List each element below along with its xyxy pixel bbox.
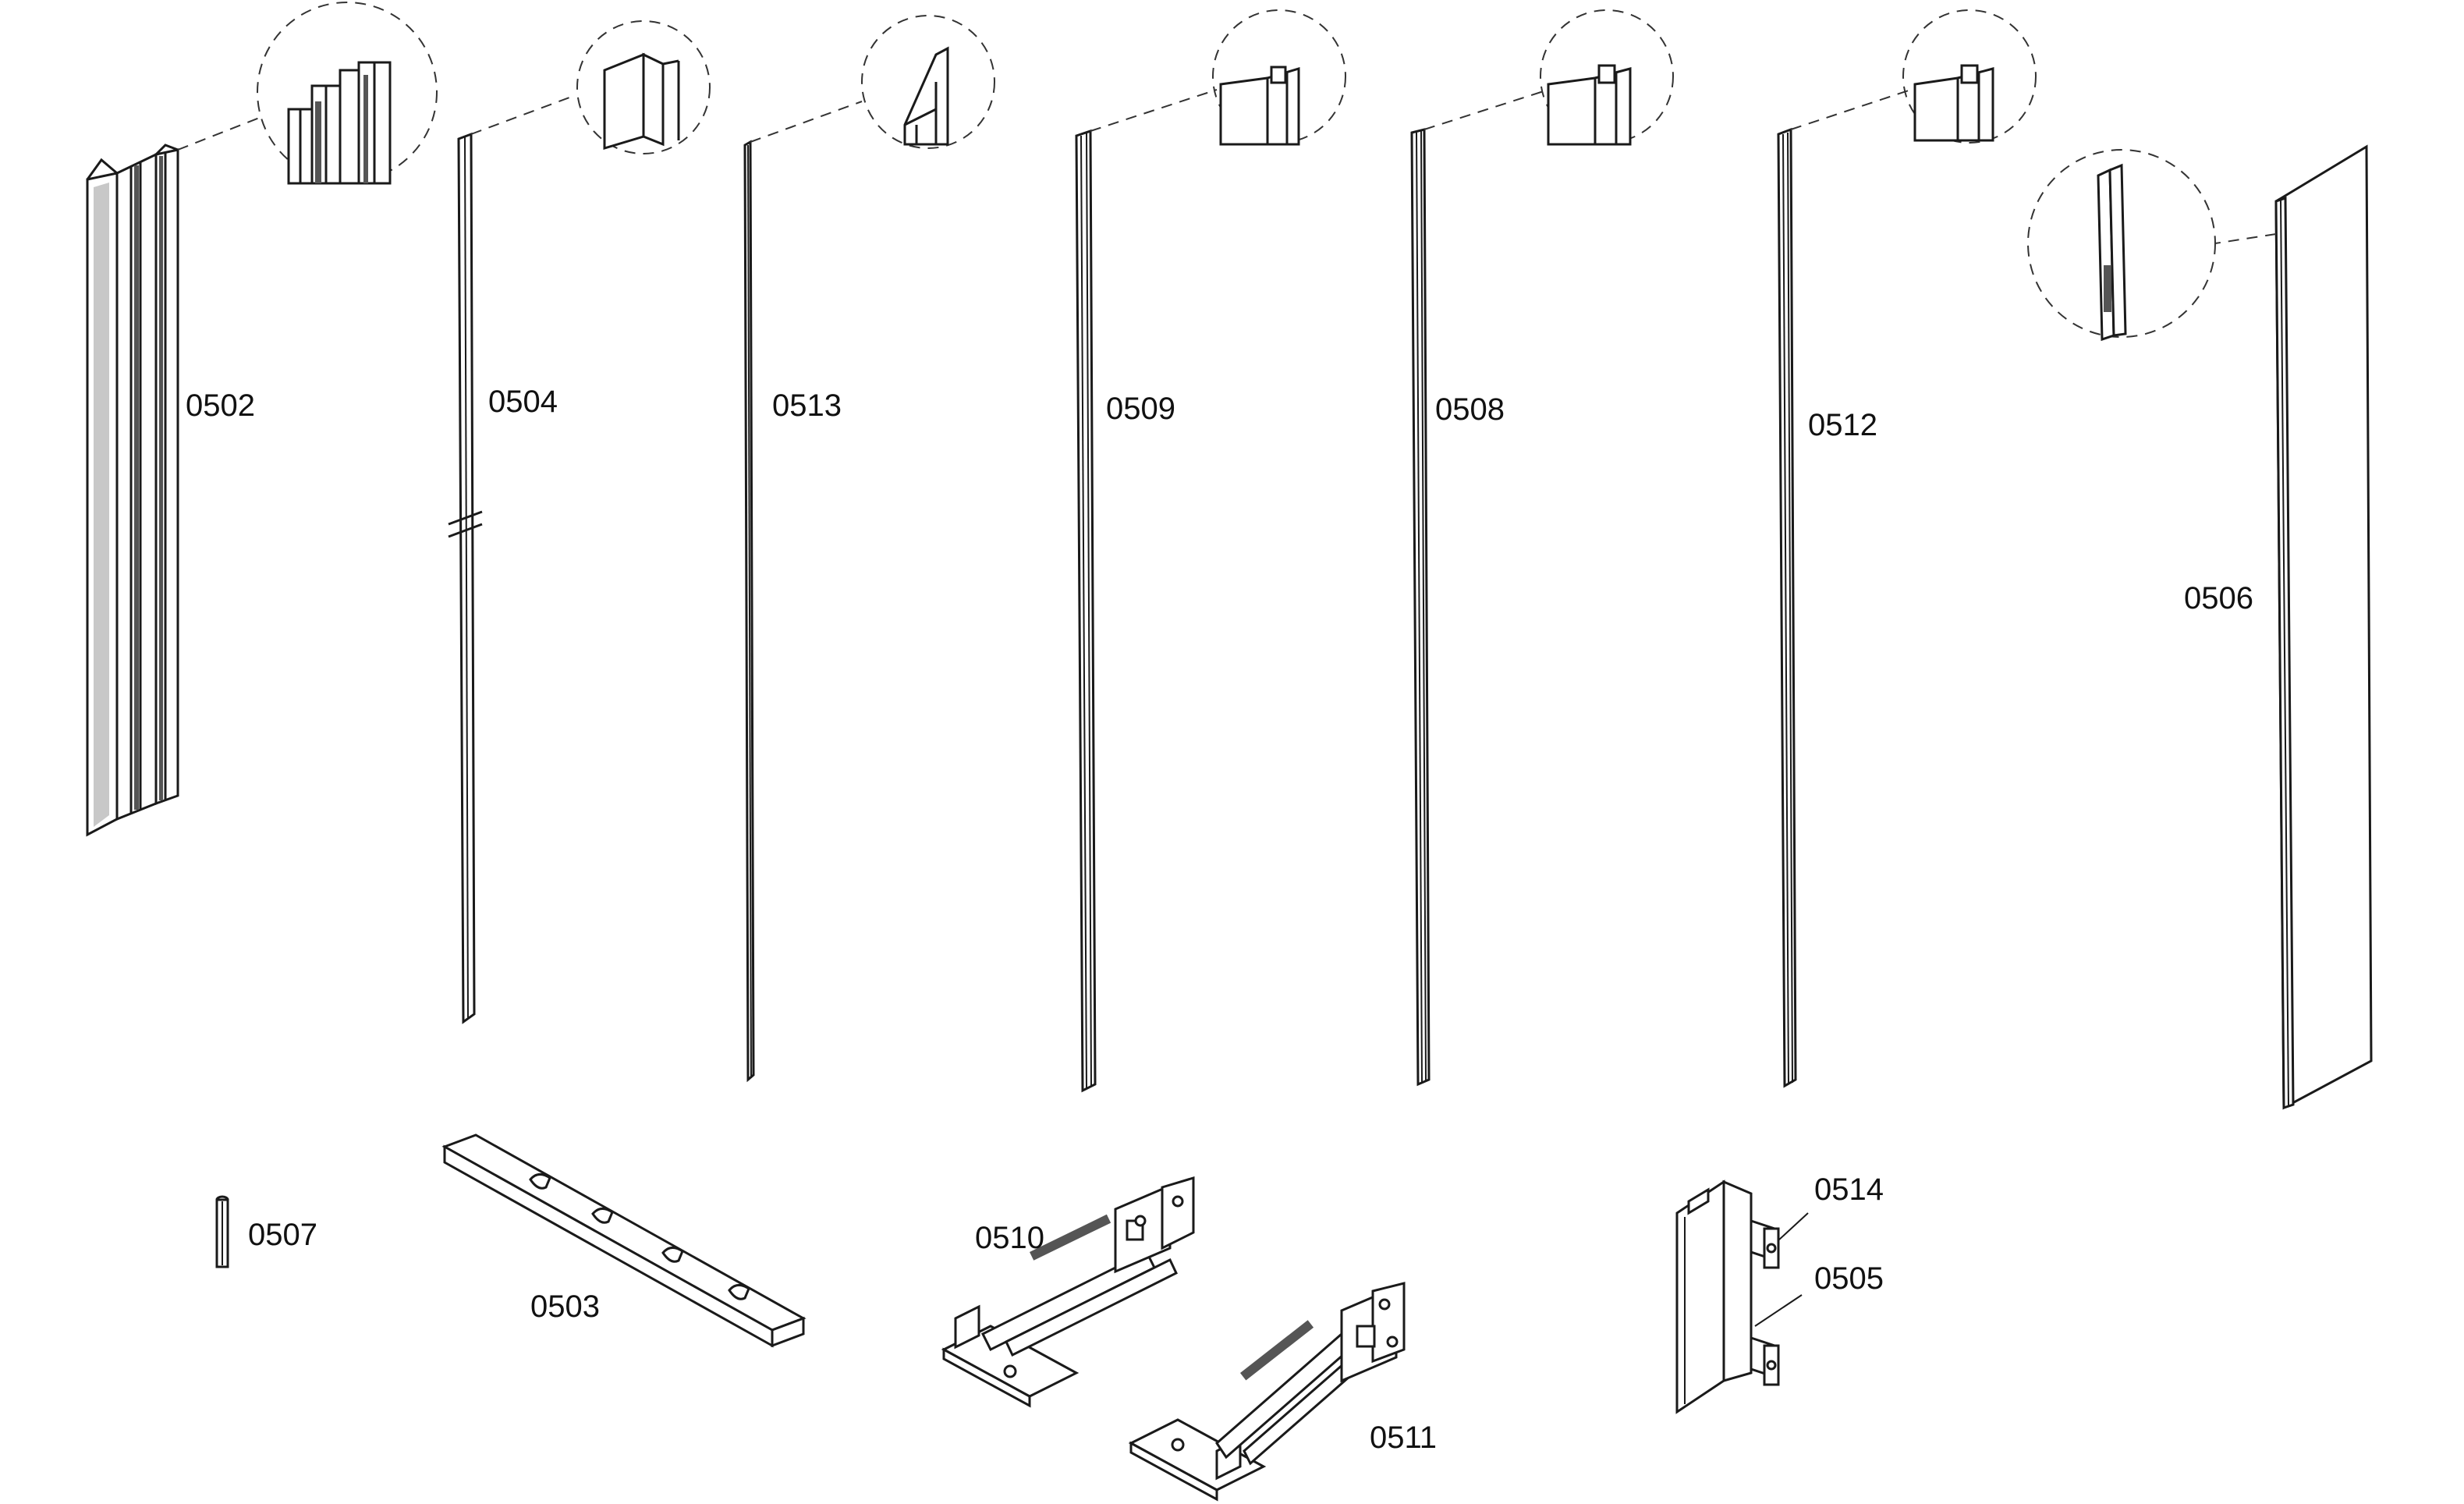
detail-circle-0513 <box>750 15 995 149</box>
detail-circle-0512 <box>1790 9 2037 144</box>
label-0510: 0510 <box>975 1221 1044 1255</box>
part-0511 <box>1128 1282 1406 1502</box>
part-0514 <box>1750 1212 1809 1386</box>
detail-circle-0502 <box>177 2 438 185</box>
part-0508 <box>1410 128 1431 1087</box>
label-0505: 0505 <box>1814 1261 1884 1296</box>
label-0514: 0514 <box>1814 1172 1884 1207</box>
label-0502: 0502 <box>186 388 255 423</box>
detail-circle-0508 <box>1423 9 1674 146</box>
label-0504: 0504 <box>488 385 558 419</box>
label-0506: 0506 <box>2184 581 2253 615</box>
label-0509: 0509 <box>1106 392 1175 426</box>
label-0507: 0507 <box>248 1218 317 1252</box>
label-0503: 0503 <box>530 1289 600 1324</box>
label-0511: 0511 <box>1370 1421 1437 1455</box>
label-0508: 0508 <box>1435 392 1505 427</box>
label-0512: 0512 <box>1808 408 1877 442</box>
part-0509 <box>1075 129 1097 1093</box>
part-0504 <box>448 132 483 1024</box>
part-0513 <box>743 140 755 1083</box>
part-0506 <box>2274 144 2373 1110</box>
part-0512 <box>1777 127 1797 1088</box>
label-0513: 0513 <box>772 388 842 423</box>
leader-0505 <box>1754 1294 1803 1327</box>
part-0503 <box>441 1133 807 1348</box>
part-0510 <box>941 1176 1195 1408</box>
detail-circle-0506 <box>2027 149 2277 342</box>
part-0507 <box>215 1195 229 1268</box>
part-0502 <box>86 144 179 837</box>
detail-circle-0504 <box>470 20 711 154</box>
part-0505 <box>1675 1179 1753 1414</box>
detail-circle-0509 <box>1090 9 1346 146</box>
